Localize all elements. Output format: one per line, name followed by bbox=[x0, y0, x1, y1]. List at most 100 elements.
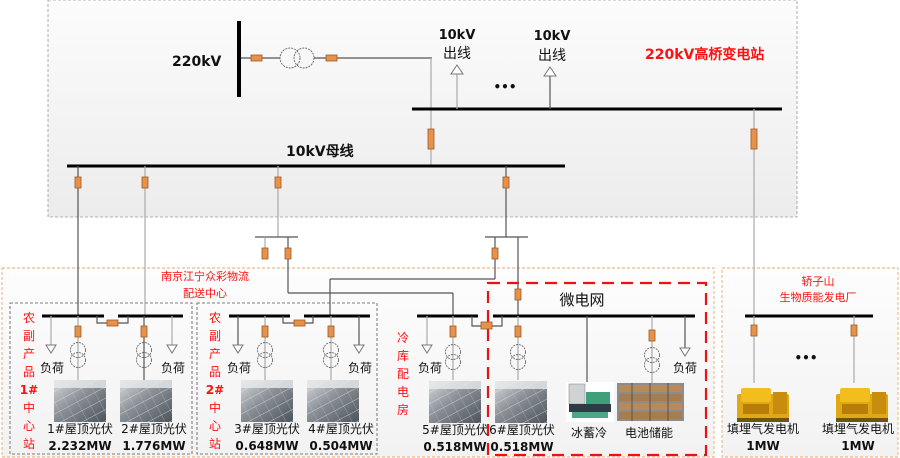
generator-2-capacity: 1MW bbox=[841, 439, 875, 453]
pv-1-capacity: 2.232MW bbox=[48, 439, 111, 453]
pv-panel-image bbox=[120, 380, 172, 422]
svg-text:农: 农 bbox=[23, 311, 35, 325]
feeder-1-label: 出线 bbox=[443, 46, 471, 62]
svg-text:电: 电 bbox=[397, 385, 409, 399]
svg-text:副: 副 bbox=[209, 329, 221, 343]
pv-2-name: 2#屋顶光伏 bbox=[121, 422, 187, 436]
station-2-name: 农 副 产 品 2# 中 心 站 bbox=[206, 311, 224, 451]
pv-3-capacity: 0.648MW bbox=[235, 439, 298, 453]
pv-4-name: 4#屋顶光伏 bbox=[308, 422, 374, 436]
breaker bbox=[427, 128, 435, 150]
logistics-center-region bbox=[1, 267, 715, 458]
pv-1-name: 1#屋顶光伏 bbox=[47, 422, 113, 436]
svg-text:中: 中 bbox=[23, 400, 35, 415]
generator-image bbox=[737, 388, 789, 422]
main-transformer-primary bbox=[279, 47, 301, 69]
ice-storage-label: 冰蓄冷 bbox=[571, 426, 607, 440]
load-label: 负荷 bbox=[161, 361, 185, 375]
pv-6-capacity: 0.518MW bbox=[490, 440, 553, 454]
svg-text:品: 品 bbox=[209, 365, 221, 379]
load-label: 负荷 bbox=[40, 361, 64, 375]
substation-title: 220kV高桥变电站 bbox=[645, 46, 764, 63]
generator-image bbox=[836, 388, 888, 422]
svg-text:心: 心 bbox=[23, 419, 35, 433]
feeder-1-voltage: 10kV bbox=[439, 28, 476, 43]
pv-5-name: 5#屋顶光伏 bbox=[422, 423, 488, 437]
svg-text:产: 产 bbox=[23, 347, 35, 361]
svg-text:农: 农 bbox=[209, 311, 221, 325]
breaker bbox=[274, 176, 282, 189]
breaker bbox=[284, 247, 292, 260]
lv-bus-label: 10kV母线 bbox=[286, 143, 354, 160]
station-2-region bbox=[196, 302, 378, 455]
station-1-name: 农 副 产 品 1# 中 心 站 bbox=[20, 311, 38, 451]
svg-text:副: 副 bbox=[23, 329, 35, 343]
svg-text:冷: 冷 bbox=[397, 331, 409, 345]
breaker bbox=[491, 247, 499, 260]
feeder-2-voltage: 10kV bbox=[534, 29, 571, 44]
breaker bbox=[325, 54, 338, 62]
svg-text:中: 中 bbox=[209, 400, 221, 415]
pv-panel-image bbox=[429, 381, 481, 423]
pv-6-name: 6#屋顶光伏 bbox=[489, 423, 555, 437]
pv-2-capacity: 1.776MW bbox=[122, 439, 185, 453]
cold-storage-name: 冷 库 配 电 房 bbox=[397, 331, 409, 417]
svg-text:产: 产 bbox=[209, 347, 221, 361]
breaker bbox=[502, 176, 510, 189]
load-label: 负荷 bbox=[673, 361, 697, 375]
ice-storage-chiller-image bbox=[566, 382, 614, 422]
breaker bbox=[449, 325, 457, 338]
biomass-plant-region bbox=[721, 267, 899, 458]
generator-1-name: 填埋气发电机 bbox=[727, 421, 799, 436]
breaker bbox=[750, 128, 758, 150]
load-label: 负荷 bbox=[348, 361, 372, 375]
hv-bus-label: 220kV bbox=[172, 54, 222, 70]
feeder-ellipsis: ••• bbox=[493, 80, 516, 94]
breaker bbox=[750, 324, 758, 337]
svg-text:品: 品 bbox=[23, 365, 35, 379]
bus-tie-breaker bbox=[106, 319, 119, 327]
logistics-center-title-1: 南京江宁众彩物流 bbox=[161, 269, 249, 283]
svg-text:站: 站 bbox=[23, 437, 35, 451]
outgoing-feeder-arrow bbox=[450, 64, 464, 75]
battery-storage-image bbox=[617, 383, 684, 421]
breaker bbox=[261, 325, 269, 338]
svg-text:心: 心 bbox=[209, 419, 221, 433]
biomass-plant-title-1: 轿子山 bbox=[802, 274, 835, 288]
generator-2-name: 填埋气发电机 bbox=[822, 421, 894, 436]
pv-5-capacity: 0.518MW bbox=[423, 440, 486, 454]
station-1-region bbox=[9, 302, 193, 455]
logistics-center-title-2: 配送中心 bbox=[183, 286, 227, 300]
breaker bbox=[74, 176, 82, 189]
generator-1-capacity: 1MW bbox=[746, 439, 780, 453]
breaker bbox=[648, 329, 656, 342]
biomass-plant-title-2: 生物质能发电厂 bbox=[780, 290, 857, 304]
pv-panel-image bbox=[495, 381, 547, 423]
breaker bbox=[514, 325, 522, 338]
microgrid-title: 微电网 bbox=[559, 291, 604, 309]
breaker bbox=[514, 288, 522, 301]
svg-text:库: 库 bbox=[397, 348, 409, 363]
breaker bbox=[850, 324, 858, 337]
generator-ellipsis: ••• bbox=[794, 351, 817, 365]
feeder-2-label: 出线 bbox=[538, 48, 566, 64]
pv-3-name: 3#屋顶光伏 bbox=[234, 422, 300, 436]
pv-4-capacity: 0.504MW bbox=[309, 439, 372, 453]
breaker bbox=[141, 176, 149, 189]
pv-panel-image bbox=[54, 380, 106, 422]
microgrid-region bbox=[486, 281, 708, 457]
breaker bbox=[74, 325, 82, 338]
svg-text:配: 配 bbox=[397, 367, 409, 381]
battery-storage-label: 电池储能 bbox=[625, 425, 673, 440]
breaker bbox=[140, 325, 148, 338]
breaker bbox=[250, 54, 263, 62]
outgoing-feeder-arrow bbox=[543, 66, 557, 77]
svg-text:站: 站 bbox=[209, 437, 221, 451]
pv-panel-image bbox=[241, 380, 293, 422]
bus-tie-breaker bbox=[480, 321, 493, 330]
svg-text:2#: 2# bbox=[206, 383, 224, 397]
pv-panel-image bbox=[307, 380, 359, 422]
load-label: 负荷 bbox=[227, 361, 251, 375]
load-label: 负荷 bbox=[418, 361, 442, 375]
